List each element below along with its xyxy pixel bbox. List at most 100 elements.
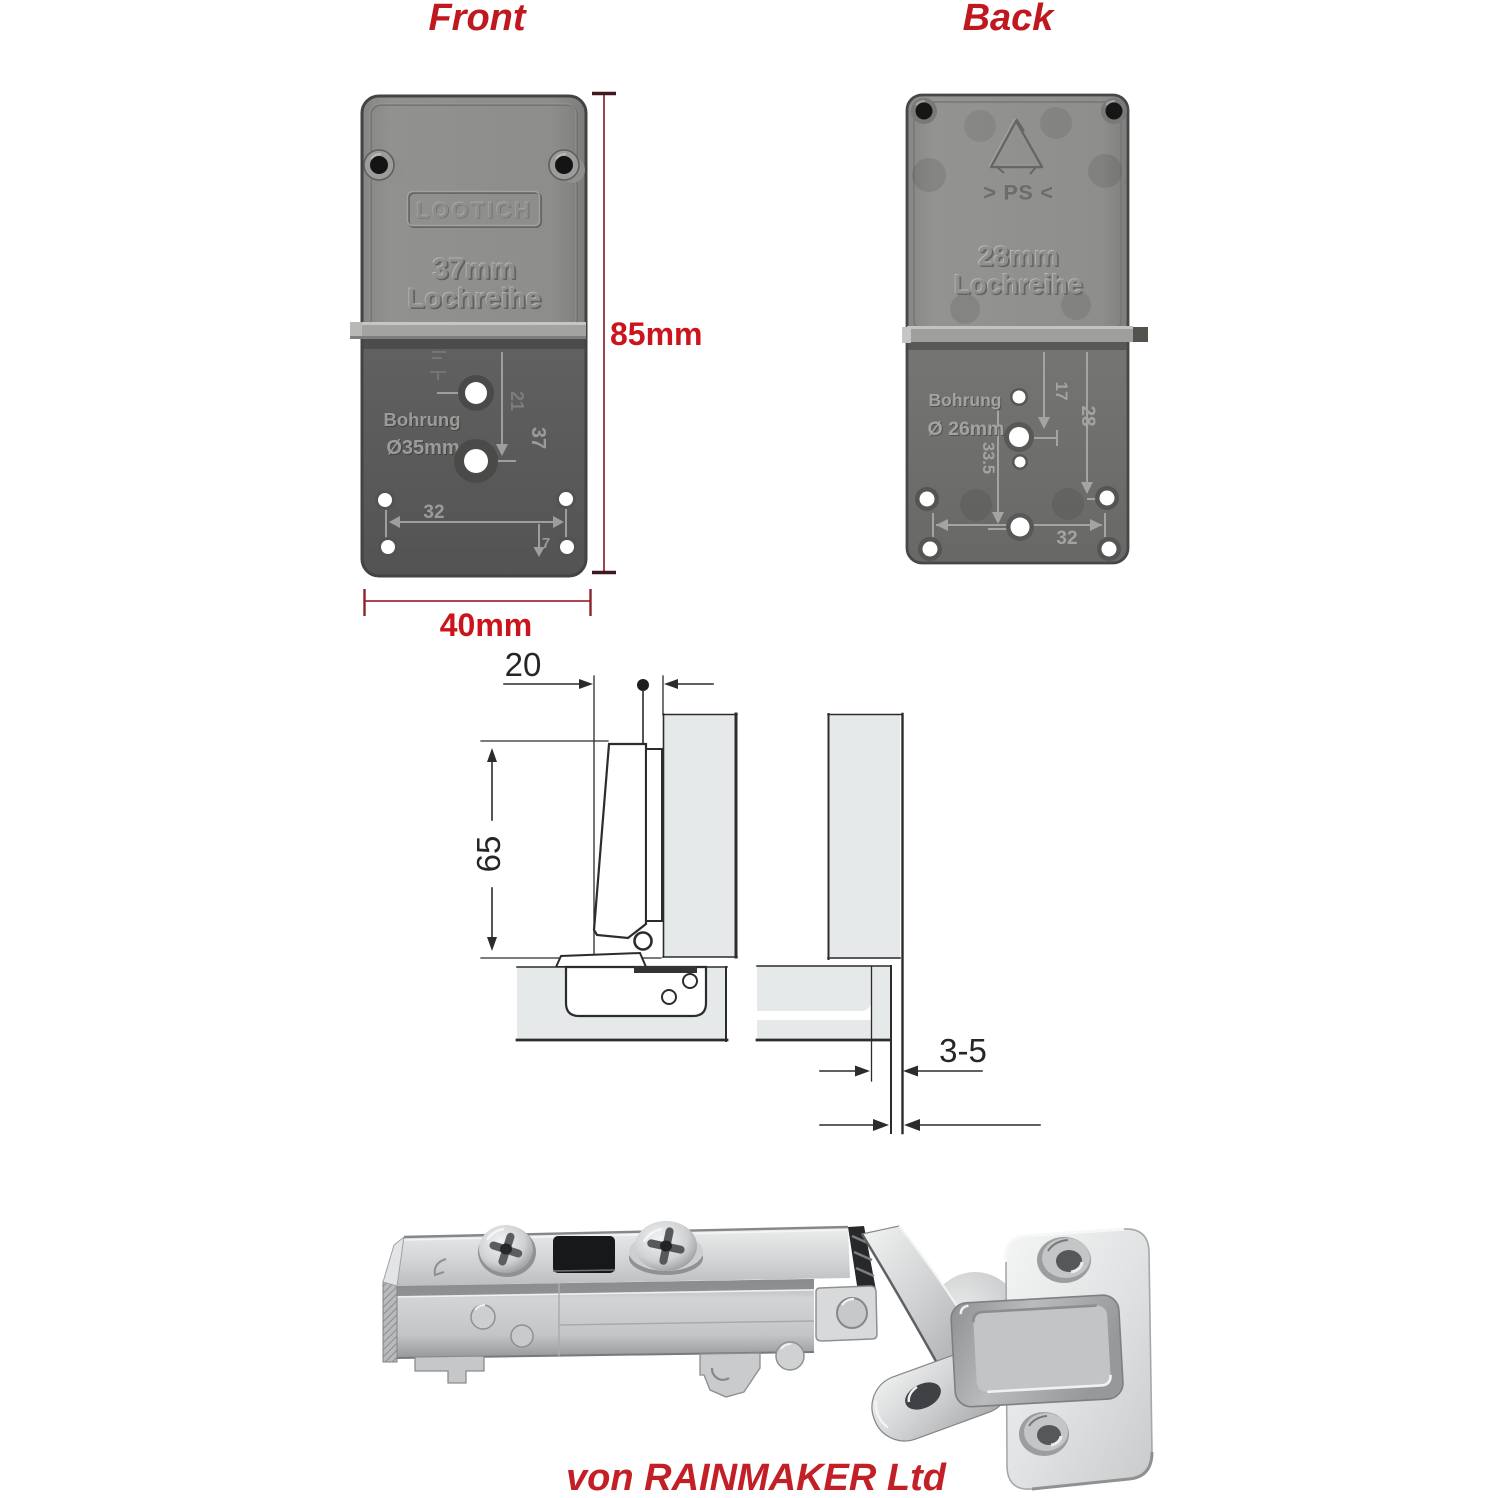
front-plate-drill-holes [375, 375, 577, 557]
corner-hole [1101, 541, 1117, 557]
front-plate-ledge-shadow [362, 339, 586, 349]
back-plate-row-spacing-label: 28mm 28mm 28mm Lochreihe Lochreihe Lochr… [953, 239, 1085, 301]
drill-hole [1012, 390, 1026, 404]
svg-text:> PS <: > PS < [984, 182, 1054, 205]
svg-text:37mm: 37mm [434, 255, 518, 287]
hinge-arm [382, 1221, 850, 1398]
corner-hole [1099, 490, 1115, 506]
hinge-height-label: 65 [470, 836, 507, 873]
back-plate-bore-word: Bohrung [929, 390, 1002, 410]
hinge-link-shadow-gap [848, 1226, 876, 1292]
door-panel-cross-section [662, 712, 738, 959]
front-plate-dim-32: 32 [423, 502, 444, 523]
front-plate-peg-left [363, 149, 404, 184]
front-plate-bore-diameter: Ø35mm [386, 437, 459, 459]
front-plate-bore-labels: Bohrung Bohrung Ø35mm Ø35mm [383, 409, 461, 460]
hinge-pivot [633, 931, 653, 951]
footer-credit: von RAINMAKER Ltd [566, 1457, 947, 1498]
hinge-rivet [836, 1297, 868, 1329]
front-plate-dim-21: 21 [507, 391, 527, 411]
hinge-arm-knurled-end [382, 1281, 398, 1363]
corner-hole [560, 540, 574, 554]
back-plate-engraved-arrowheads [936, 417, 1102, 531]
svg-text:Ø 26mm: Ø 26mm [929, 419, 1006, 441]
drawing-right-section: 3-5 [755, 712, 1041, 1135]
drawing-left-section: 20 65 [470, 646, 738, 1042]
door-panel-gap-view [827, 713, 902, 960]
hinge-cup-plate [950, 1227, 1154, 1491]
back-plate-ledge-shadow [907, 341, 1128, 350]
back-plate-peg-left [911, 98, 937, 124]
height-dimension-label: 85mm [610, 316, 703, 352]
cabinet-panel-cross-section [515, 965, 729, 1042]
back-plate-peg-right [1101, 98, 1127, 124]
svg-text:Bohrung: Bohrung [384, 410, 461, 431]
back-plate-material-text: > PS < [983, 181, 1053, 204]
svg-text:Bohrung: Bohrung [930, 391, 1003, 411]
hinge-cross-section [554, 742, 663, 968]
height-dimension: 85mm [592, 91, 703, 575]
cup-distance-label: 20 [505, 646, 542, 683]
front-plate-dim-7: 7 [542, 535, 550, 552]
countersunk-hole-bottom [1019, 1412, 1069, 1456]
front-plate-ledge [350, 322, 586, 339]
hinge-photo [382, 1221, 1154, 1491]
drill-hole [1014, 456, 1026, 468]
svg-text:Ø35mm: Ø35mm [387, 438, 460, 460]
svg-text:Lochreihe: Lochreihe [406, 281, 540, 312]
front-plate-brand-shadow: LOOTICH [417, 199, 534, 224]
drill-hole [1010, 517, 1030, 537]
front-plate-engraved-lines [385, 352, 567, 547]
hinge-arm-front-face [397, 1279, 814, 1358]
front-plate-label-37mm: 37mm [432, 253, 516, 285]
hinge-arm-tabs [414, 1341, 805, 1398]
front-view-title: Front [428, 0, 526, 39]
front-plate-brand-highlight: LOOTICH [415, 197, 532, 222]
front-plate-faint-marks [430, 351, 446, 380]
recycling-symbol-icon [988, 118, 1044, 175]
svg-text:28mm: 28mm [977, 239, 1058, 270]
front-plate-row-spacing-label: 37mm 37mm 37mm Lochreihe Lochreihe Lochr… [406, 252, 542, 315]
hinge-cup-recess [950, 1294, 1124, 1408]
hinge-screw-rear [629, 1221, 703, 1275]
width-dimension: 40mm [363, 589, 592, 643]
front-plate-brand: LOOTICH [416, 198, 533, 223]
back-view-title: Back [963, 0, 1056, 39]
drill-hole [1009, 427, 1029, 447]
door-gap-label: 3-5 [939, 1032, 987, 1069]
front-plate-peg-right [548, 149, 585, 183]
drill-hole [464, 449, 488, 473]
front-plate-label-lochreihe: Lochreihe [407, 282, 541, 313]
front-plate-engraved-arrowheads [389, 444, 564, 557]
back-plate-dim-17: 17 [1052, 382, 1071, 401]
back-plate-drill-holes [915, 388, 1121, 561]
front-plate-dim-37: 37 [527, 427, 549, 449]
back-plate-ledge [902, 326, 1148, 343]
drill-hole [465, 382, 487, 404]
hinge-cup-recess [564, 965, 708, 1018]
corner-hole [559, 492, 573, 506]
svg-text:Lochreihe: Lochreihe [955, 271, 1084, 301]
countersunk-hole-top [1037, 1237, 1091, 1283]
corner-hole [378, 493, 392, 507]
svg-text:37mm: 37mm [431, 252, 515, 284]
front-plate-upper-body [362, 96, 586, 339]
back-plate-label-28mm: 28mm [978, 240, 1059, 271]
corner-hole [381, 540, 395, 554]
back-plate: > PS < > PS < > PS < 28mm 28mm 28mm Loch… [902, 93, 1148, 565]
svg-text:28mm: 28mm [980, 242, 1061, 273]
corner-hole [919, 491, 935, 507]
cabinet-panel-gap-view [755, 965, 892, 1042]
hinge-screw-front [478, 1225, 536, 1277]
back-plate-material-label: > PS < > PS < > PS < [983, 181, 1054, 205]
back-plate-label-lochreihe: Lochreihe [954, 269, 1083, 299]
back-plate-dim-28: 28 [1077, 405, 1098, 426]
hinge-adjustment-slot [553, 1236, 615, 1273]
installation-drawing: 20 65 [470, 646, 1041, 1135]
back-plate-upper-body [907, 95, 1128, 341]
width-dimension-label: 40mm [440, 607, 533, 643]
back-plate-bore-labels: Bohrung Bohrung Ø 26mm Ø 26mm [928, 390, 1006, 441]
svg-text:Lochreihe: Lochreihe [409, 284, 543, 315]
